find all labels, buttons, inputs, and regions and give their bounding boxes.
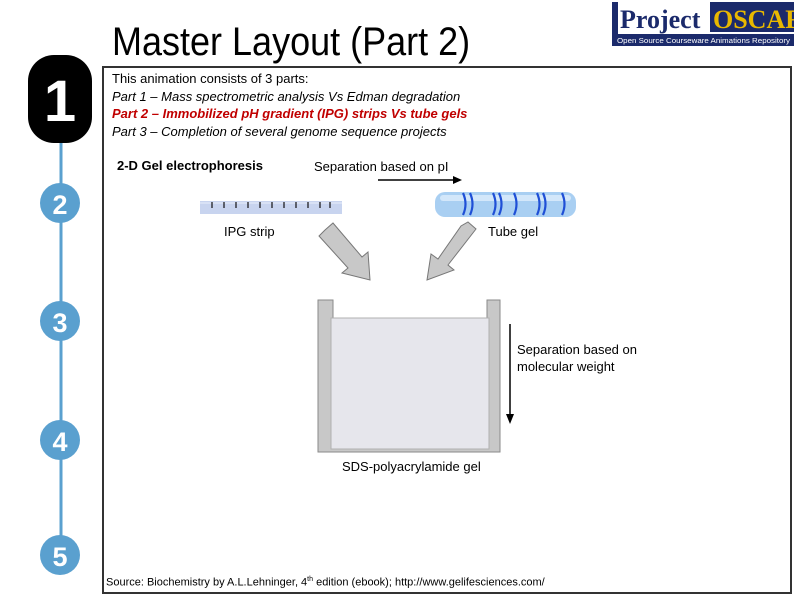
ipg-strip-label: IPG strip: [224, 224, 275, 239]
step-5-label: 5: [52, 542, 67, 572]
sds-gel-label: SDS-polyacrylamide gel: [342, 459, 481, 474]
gel-heading: 2-D Gel electrophoresis: [117, 158, 263, 173]
intro-part-3: Part 3 – Completion of several genome se…: [112, 123, 447, 139]
logo-word-oscar: OSCAR: [713, 5, 794, 34]
page-title: Master Layout (Part 2): [112, 20, 471, 64]
content-frame: [102, 66, 792, 594]
step-2[interactable]: 2: [40, 183, 80, 223]
intro-part-2: Part 2 – Immobilized pH gradient (IPG) s…: [112, 106, 468, 121]
step-4[interactable]: 4: [40, 420, 80, 460]
step-2-label: 2: [52, 190, 67, 220]
step-4-label: 4: [52, 427, 67, 457]
step-5[interactable]: 5: [40, 535, 80, 575]
pi-separation-label: Separation based on pI: [314, 159, 449, 174]
logo-tagline: Open Source Courseware Animations Reposi…: [617, 38, 791, 45]
tube-gel-label: Tube gel: [488, 224, 539, 239]
intro-line: This animation consists of 3 parts:: [112, 71, 309, 86]
logo-word-project: Project: [620, 5, 701, 34]
source-suffix: edition (ebook); http://www.gelifescienc…: [313, 576, 545, 589]
intro-block: This animation consists of 3 parts: Part…: [112, 70, 467, 140]
source-edition-suffix: th: [307, 576, 314, 583]
step-3[interactable]: 3: [40, 301, 80, 341]
source-citation: Source: Biochemistry by A.L.Lehninger, 4…: [106, 576, 545, 589]
step-1[interactable]: 1: [28, 55, 92, 143]
mw-label-line-2: molecular weight: [517, 359, 615, 374]
mw-label-line-1: Separation based on: [517, 342, 637, 357]
project-oscar-logo: Project OSCAR Open Source Courseware Ani…: [612, 0, 794, 48]
step-3-label: 3: [52, 308, 67, 338]
intro-part-1: Part 1 – Mass spectrometric analysis Vs …: [112, 88, 461, 104]
mw-separation-label: Separation based on molecular weight: [517, 341, 637, 375]
step-rail: 1 2 3 4 5: [28, 55, 92, 575]
step-1-label: 1: [44, 69, 76, 134]
source-prefix: Source: Biochemistry by A.L.Lehninger, 4: [106, 576, 308, 589]
